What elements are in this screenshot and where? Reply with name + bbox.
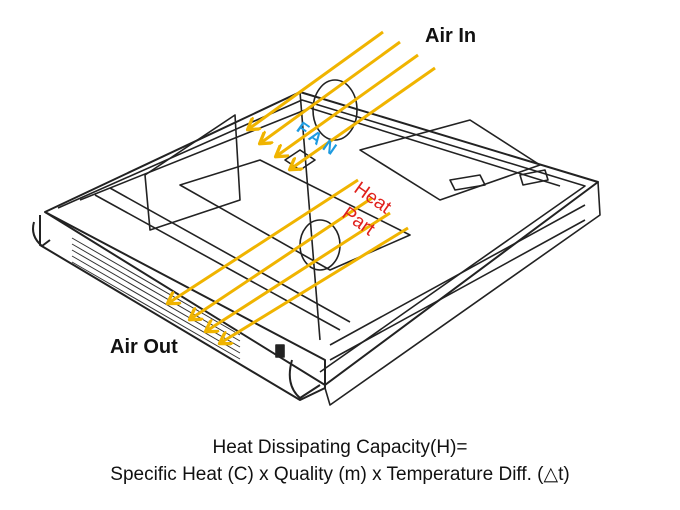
- air-out-arrow: [222, 226, 409, 342]
- air-in-arrow: [292, 66, 436, 168]
- formula-line-1: Heat Dissipating Capacity(H)=: [212, 437, 468, 458]
- formula-line-2: Specific Heat (C) x Quality (m) x Temper…: [110, 464, 570, 485]
- air-in-arrow: [262, 40, 401, 142]
- air-in-label: Air In: [425, 25, 477, 47]
- chassis-drawing: [32, 79, 601, 406]
- air-out-arrow: [208, 211, 391, 330]
- air-out-arrow: [170, 178, 359, 302]
- air-in-arrow: [250, 30, 384, 128]
- air-out-label: Air Out: [110, 336, 178, 358]
- air-out-arrow: [192, 196, 373, 318]
- airflow-arrows: [170, 30, 436, 342]
- air-in-arrow: [278, 53, 419, 155]
